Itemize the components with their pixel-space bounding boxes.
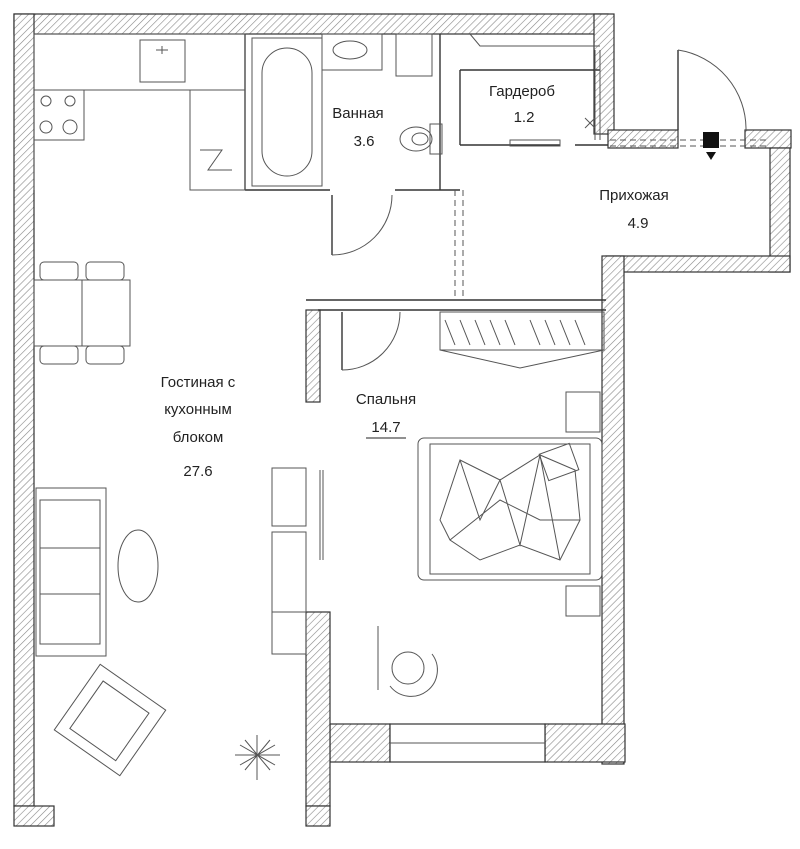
bathtub-icon	[251, 37, 323, 187]
wardrobe-shelves	[469, 33, 601, 147]
plant-icon	[235, 735, 280, 780]
wardrobe-label: Гардероб	[489, 83, 555, 100]
toilet-icon	[399, 123, 443, 155]
armchair-icon	[53, 663, 167, 777]
bedroom-area: 14.7	[371, 419, 400, 436]
desk-chair-icon	[377, 626, 438, 697]
interior-partitions	[244, 34, 608, 311]
hallway-area: 4.9	[628, 215, 649, 232]
bathroom-door	[331, 194, 393, 256]
bathroom-area: 3.6	[354, 133, 375, 150]
bathroom-label: Ванная	[332, 105, 383, 122]
bedroom-window	[389, 723, 546, 763]
sink-icon	[321, 33, 433, 77]
living-area: 27.6	[183, 463, 212, 480]
exterior-walls	[13, 13, 792, 827]
sofa-icon	[35, 487, 107, 657]
tv-cabinet	[271, 467, 324, 655]
dining-table	[33, 261, 131, 365]
kitchen-counter	[33, 33, 246, 191]
bedroom-closet	[439, 311, 605, 369]
living-label-line2: кухонным	[164, 401, 232, 418]
wardrobe-area: 1.2	[514, 109, 535, 126]
bedroom-door	[341, 311, 401, 371]
living-label-line3: блоком	[173, 429, 224, 446]
stove-icon	[39, 95, 78, 135]
coffee-table-icon	[117, 529, 159, 603]
entrance-door[interactable]	[610, 49, 770, 160]
bedroom-label: Спальня	[356, 391, 416, 408]
hallway-label: Прихожая	[599, 187, 669, 204]
bed-icon	[417, 391, 603, 617]
living-label-line1: Гостиная с	[161, 374, 236, 391]
